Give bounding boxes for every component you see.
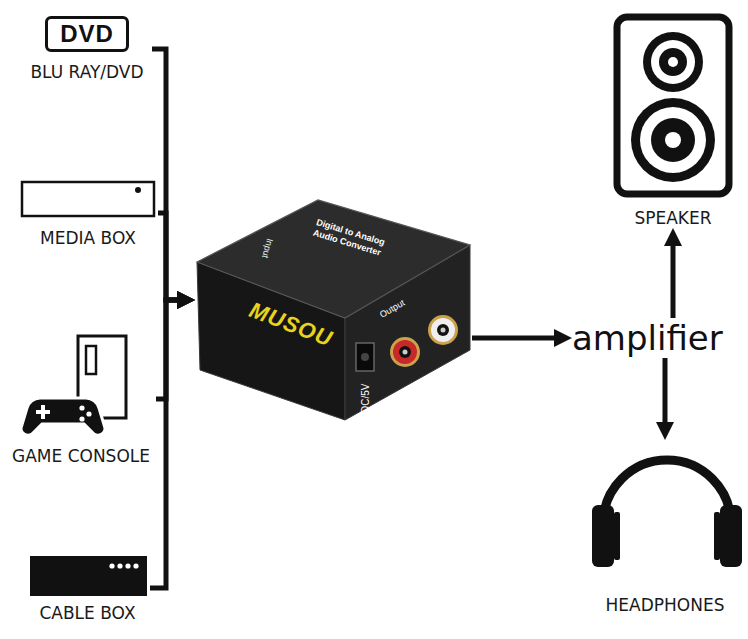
device-top-face [197,200,470,318]
speaker-tweeter [643,32,703,92]
speaker-cabinet [617,17,729,194]
logo-text: DVD [45,16,129,52]
flow-arrow [472,336,566,341]
gamepad-button [86,411,91,416]
speaker-woofer [651,118,695,162]
speaker-woofer [665,132,681,148]
port-label: Input [260,237,275,259]
speaker-icon [617,17,729,194]
source-node: DVD BLU RAY/DVD [22,16,152,82]
speaker-tweeter [659,48,687,76]
cable-box-led [109,563,114,568]
game-console-icon [21,336,126,435]
converter-device [197,200,470,420]
flow-arrow [150,300,189,588]
speaker-tweeter [651,40,695,84]
icon-space [6,332,156,446]
gamepad-dpad [41,405,45,419]
rca-jack-red [399,346,411,358]
icon-space [18,178,158,228]
source-label: CABLE BOX [25,603,150,623]
rca-jack-red [393,340,417,364]
dc-jack [356,343,374,371]
source-node: GAME CONSOLE [6,332,156,466]
amplifier-node: amplifier [572,318,723,358]
device-title: Digital to Analog Audio Converter [312,217,404,264]
media-box-body [22,182,154,216]
console-slot [86,346,96,374]
cable-box-led [117,563,122,568]
cable-box-led [125,563,130,568]
speaker-woofer [631,98,715,182]
icon-space [25,553,150,603]
brand-logo: MUSOU [246,297,336,352]
rca-jack-white [441,328,446,333]
gamepad-body [21,398,105,435]
cable-box-led [133,563,138,568]
source-label: MEDIA BOX [18,228,158,248]
rca-jack-white [428,315,458,345]
headphones-icon [592,460,742,567]
gamepad-button [79,416,84,421]
headphones-pad [714,512,720,560]
flow-arrow [158,213,189,300]
cable-box-icon [30,556,147,596]
rca-jack-white [437,324,449,336]
rca-jack-red [403,350,408,355]
cable-box-body [30,556,147,596]
port-label: DC/5V [360,384,371,413]
icon-space [608,12,738,208]
icon-space [590,440,740,595]
speaker-tweeter [668,57,678,67]
media-box-icon [22,182,154,216]
speaker-woofer [640,107,706,173]
rca-jack-red [390,337,420,367]
rca-jack-white [431,318,455,342]
output-node: SPEAKER [608,12,738,228]
headphones-band [603,460,731,524]
headphones-cup [592,505,614,567]
source-label: BLU RAY/DVD [22,62,152,82]
flow-arrow [152,49,189,300]
flow-arrow [671,234,676,318]
media-box-led [135,187,141,193]
flow-arrow [156,300,189,399]
output-node: HEADPHONES [590,440,740,615]
headphones-cup [720,505,742,567]
output-label: HEADPHONES [590,595,740,615]
source-label: GAME CONSOLE [6,446,156,466]
gamepad-button [79,405,84,410]
dc-jack-pin [361,353,369,361]
converter-node: Digital to Analog Audio Converter InputMU… [195,195,472,425]
source-node: MEDIA BOX [18,178,158,248]
headphones-pad [614,512,620,560]
port-label: Output [378,297,406,319]
amplifier-label: amplifier [572,318,723,358]
flow-arrow [663,358,668,434]
source-node: CABLE BOX [25,553,150,623]
output-label: SPEAKER [608,208,738,228]
